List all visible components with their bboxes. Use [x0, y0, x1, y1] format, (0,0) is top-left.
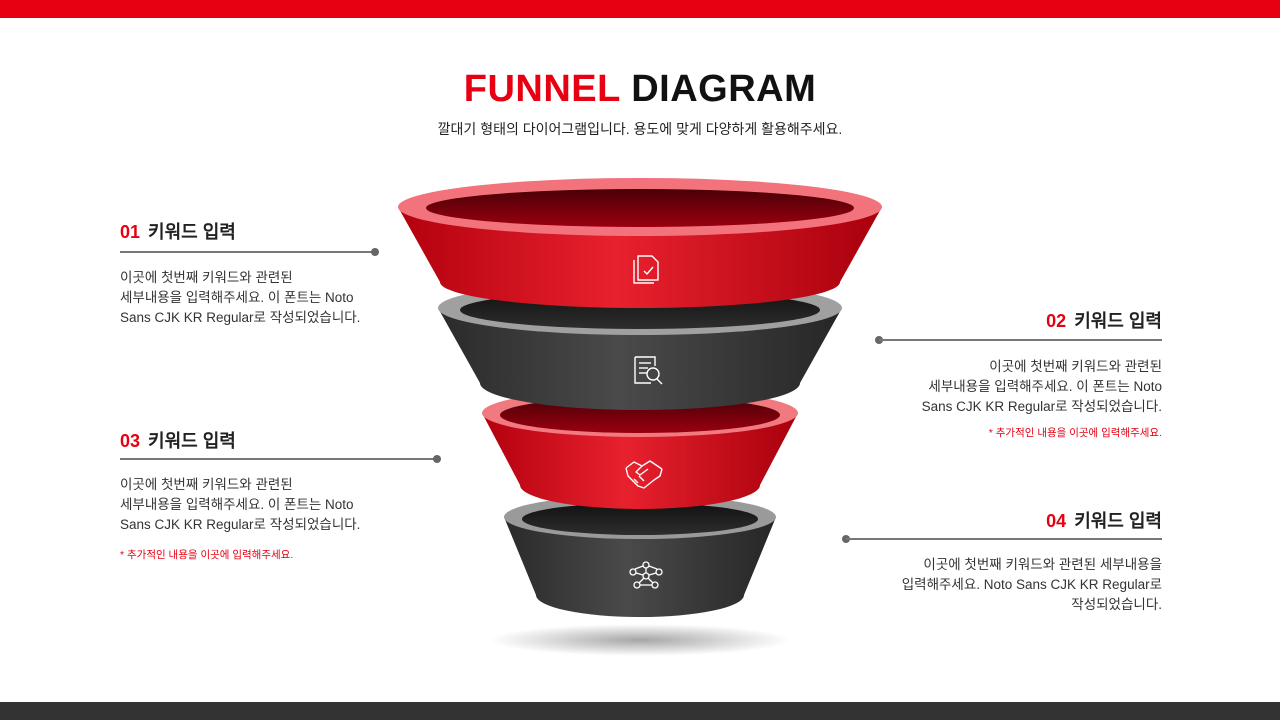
item-number: 01 [120, 222, 141, 242]
item-number: 02 [1046, 311, 1067, 331]
connector-dot [433, 455, 441, 463]
network-icon [629, 561, 663, 589]
page-title: FUNNEL DIAGRAM [0, 68, 1280, 111]
item-heading: 03 키워드 입력 [120, 427, 236, 453]
item-number: 04 [1046, 511, 1067, 531]
funnel-shadow [490, 624, 790, 656]
connector-line [120, 458, 436, 460]
connector-line [879, 339, 1162, 341]
item-description: 이곳에 첫번째 키워드와 관련된 세부내용을 입력해주세요. Noto Sans… [901, 557, 1162, 612]
item-label: 키워드 입력 [1074, 311, 1162, 331]
page-subtitle: 깔대기 형태의 다이어그램입니다. 용도에 맞게 다양하게 활용해주세요. [437, 121, 843, 137]
top-accent-bar [0, 0, 1280, 18]
funnel-item-02: 02 키워드 입력 이곳에 첫번째 키워드와 관련된 세부내용을 입력해주세요. … [875, 307, 1162, 439]
connector-dot [371, 248, 379, 256]
funnel-item-03: 03 키워드 입력 이곳에 첫번째 키워드와 관련된 세부내용을 입력해주세요. … [120, 427, 441, 561]
connector-line [120, 251, 372, 253]
document-search-icon [634, 356, 663, 385]
title-main: DIAGRAM [631, 68, 817, 110]
item-note: * 추가적인 내용을 이곳에 입력해주세요. [988, 427, 1162, 439]
connector-line [846, 538, 1162, 540]
item-label: 키워드 입력 [1074, 511, 1162, 531]
item-description: 이곳에 첫번째 키워드와 관련된 세부내용을 입력해주세요. 이 폰트는 Not… [120, 477, 361, 532]
item-heading: 01 키워드 입력 [120, 218, 236, 244]
funnel-graphic [398, 178, 882, 656]
document-check-icon [633, 255, 659, 284]
item-description: 이곳에 첫번째 키워드와 관련된 세부내용을 입력해주세요. 이 폰트는 Not… [921, 359, 1162, 414]
funnel-item-01: 01 키워드 입력 이곳에 첫번째 키워드와 관련된 세부내용을 입력해주세요. … [120, 218, 379, 325]
item-note: * 추가적인 내용을 이곳에 입력해주세요. [120, 549, 294, 561]
item-number: 03 [120, 431, 141, 451]
item-label: 키워드 입력 [148, 431, 236, 451]
funnel-segment-01 [398, 178, 882, 308]
item-description: 이곳에 첫번째 키워드와 관련된 세부내용을 입력해주세요. 이 폰트는 Not… [120, 270, 361, 325]
item-heading: 04 키워드 입력 [842, 507, 1162, 533]
funnel-segment-04 [504, 495, 776, 617]
bottom-bar [0, 702, 1280, 720]
funnel-item-04: 04 키워드 입력 이곳에 첫번째 키워드와 관련된 세부내용을 입력해주세요. … [842, 507, 1162, 612]
title-accent: FUNNEL [463, 68, 621, 110]
handshake-icon [625, 460, 663, 489]
item-label: 키워드 입력 [148, 222, 236, 242]
item-heading: 02 키워드 입력 [875, 307, 1162, 333]
